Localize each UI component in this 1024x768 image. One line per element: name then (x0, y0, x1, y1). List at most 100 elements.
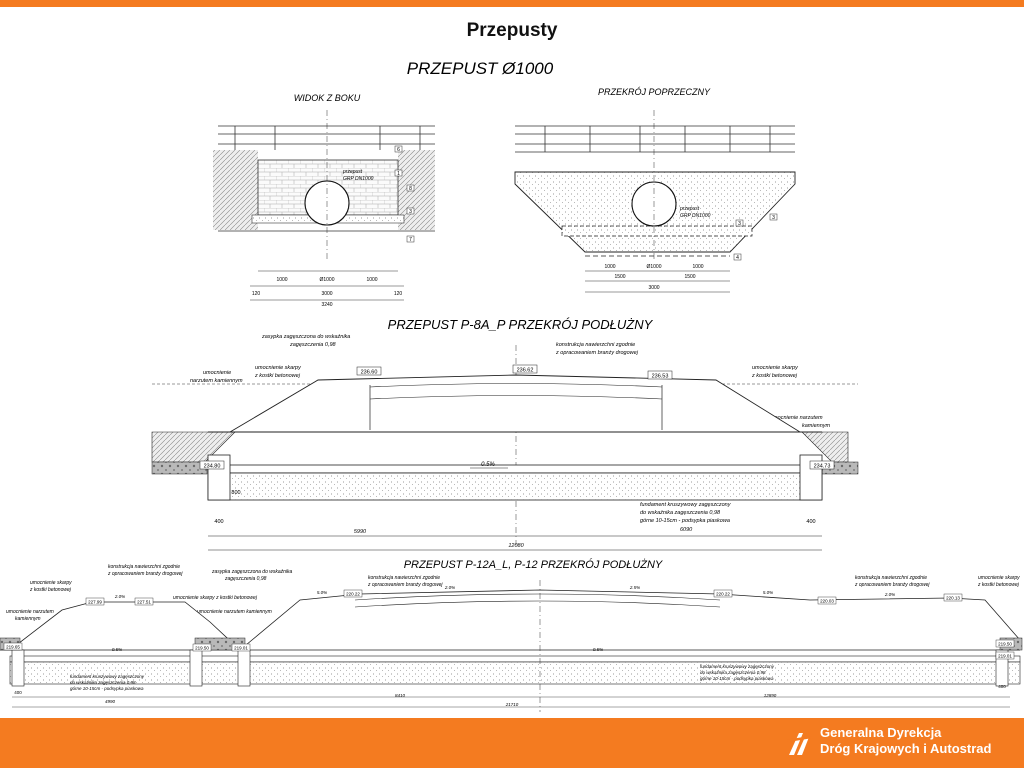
p12-invert-5: 219.01 (995, 651, 1015, 660)
cross-dim-5: 1500 (684, 274, 695, 280)
svg-text:219.50: 219.50 (998, 642, 1012, 647)
svg-text:219.01: 219.01 (234, 646, 248, 651)
p8-slope-label: 0.5% (481, 462, 495, 468)
p8-found-2: do wskaźnika zagęszczenia 0,98 (640, 510, 721, 516)
p8-level-1: 236.60 (356, 366, 382, 376)
culvert-p8-drawing: PRZEPUST P-8A_P PRZEKRÓJ PODŁUŻNY zasypk… (151, 317, 859, 551)
footer-bar (0, 718, 1024, 768)
side-dim-6: 120 (394, 291, 403, 297)
p8-found-1: fundament kruszywowy zagęszczony (640, 502, 732, 508)
p12-label-right-1: umocnienie skarpy (978, 575, 1020, 581)
side-view-label: WIDOK Z BOKU (294, 93, 361, 103)
p12-found-right-2: do wskaźnika zagęszczenia 0,98 (700, 670, 766, 675)
svg-text:4: 4 (736, 255, 739, 261)
p8-slope-r-2: z kostki betonowej (751, 373, 798, 379)
p8-found-3: górne 10-15cm - podsypka piaskowa (640, 518, 730, 524)
side-callout-3: 8 (406, 184, 415, 192)
p8-backfill-2: zagęszczenia 0,98 (289, 342, 336, 348)
p12-dim-4: 12890 (764, 693, 777, 698)
p12-slope-left-label: umocnienie skarpy z kostki betonowej (173, 595, 258, 601)
cross-callout-2: 3 (735, 219, 744, 227)
cross-section-label: PRZEKRÓJ POPRZECZNY (598, 87, 711, 97)
culvert-p12-title: PRZEPUST P-12A_L, P-12 PRZEKRÓJ PODŁUŻNY (404, 558, 663, 571)
p12-level-2: 227.51 (134, 597, 154, 606)
p8-backfill-1: zasypka zagęszczona do wskaźnika (261, 334, 350, 340)
p12-level-6: 220.13 (943, 593, 963, 602)
cross-dim-1: 1000 (604, 264, 615, 270)
p8-outlet: 234.73 (809, 460, 835, 470)
cross-callout-3: 4 (733, 253, 742, 261)
side-dim-5: 3000 (321, 291, 332, 297)
p12-invert-3: 219.01 (231, 643, 251, 652)
p12-backfill-2: zagęszczenia 0,98 (224, 576, 267, 582)
p12-surface-right-2: z opracowaniem branży drogowej (854, 582, 930, 588)
engineering-drawing: PRZEPUST Ø1000 WIDOK Z BOKU przepust GRP… (0, 59, 1023, 712)
p12-found-right-1: fundament kruszywowy zagęszczony (700, 664, 775, 669)
p12-dim-2: 8410 (395, 693, 406, 698)
slide-title: Przepusty (466, 20, 558, 41)
side-callout-4: 3 (406, 207, 415, 215)
side-dim-2: Ø1000 (319, 277, 334, 283)
org-name-line-1: Generalna Dyrekcja (820, 725, 942, 740)
p12-slope-6: 2.0% (884, 592, 895, 597)
svg-text:6: 6 (397, 147, 400, 153)
culvert-d1000-drawing: PRZEPUST Ø1000 WIDOK Z BOKU przepust GRP… (213, 59, 796, 308)
svg-text:1: 1 (397, 171, 400, 177)
p12-found-left-1: fundament kruszywowy zagęszczony (70, 674, 145, 679)
p12-found-right-3: górne 10-15cm - podsypka piaskowa (700, 676, 774, 681)
cross-callout-1: 3 (769, 213, 778, 221)
p8-left-1: umocnienie (203, 370, 231, 376)
p8-dim-12080: 12080 (508, 543, 524, 549)
p8-dim-800: 800 (231, 490, 240, 496)
side-dim-3: 1000 (366, 277, 377, 283)
cross-pipe-label-1: przepust (679, 206, 700, 212)
side-callout-1: 6 (394, 145, 403, 153)
svg-text:3: 3 (738, 221, 741, 227)
p12-slope-7: 0.5% (112, 647, 122, 652)
cross-dim-2: Ø1000 (646, 264, 661, 270)
p8-slope-l-2: z kostki betonowej (254, 373, 301, 379)
p12-invert-2: 219.50 (192, 643, 212, 652)
cross-pipe-label-2: GRP DN1000 (680, 213, 711, 219)
p12-slope-1: 2.0% (114, 594, 125, 599)
p12-dim-3: 21710 (505, 702, 519, 707)
p12-surface-mid-2: z opracowaniem branży drogowej (367, 582, 443, 588)
svg-text:227.99: 227.99 (88, 600, 102, 605)
svg-text:236.60: 236.60 (361, 370, 378, 376)
p12-level-5: 220.03 (817, 596, 837, 605)
svg-text:3: 3 (772, 215, 775, 221)
p12-found-left-3: górne 10-15cm - podsypka piaskowa (70, 686, 144, 691)
org-name: Generalna Dyrekcja Dróg Krajowych i Auto… (820, 725, 991, 757)
p8-slope-r-1: umocnienie skarpy (752, 365, 799, 371)
p12-dim-400-right: 400 (998, 684, 1006, 689)
svg-text:8: 8 (409, 186, 412, 192)
p8-dim-400-right: 400 (806, 519, 815, 525)
side-view: WIDOK Z BOKU przepust GRP DN1000 6 1 8 3… (213, 93, 435, 308)
svg-text:219.65: 219.65 (6, 645, 20, 650)
p12-dim-1: 4990 (105, 699, 116, 704)
p12-slope-2: 5.0% (317, 590, 327, 595)
p8-left-2: narzutem kamiennym (190, 378, 243, 384)
culvert-p8-title: PRZEPUST P-8A_P PRZEKRÓJ PODŁUŻNY (388, 317, 654, 332)
p12-stone-mid-label: umocnienie narzutem kamiennym (197, 609, 272, 615)
p8-dim-5990: 5990 (354, 529, 367, 535)
svg-text:3: 3 (409, 209, 412, 215)
p12-label-left-1: umocnienie skarpy (30, 580, 72, 586)
p12-level-1: 227.99 (85, 597, 105, 606)
p8-right-1: umocnienie narzutem (770, 415, 823, 421)
side-dim-1: 1000 (276, 277, 287, 283)
p12-label-left-3: umocnienie narzutem (6, 609, 54, 615)
culvert-d1000-title: PRZEPUST Ø1000 (407, 59, 554, 78)
svg-text:220.22: 220.22 (346, 592, 360, 597)
p12-backfill-1: zasypka zagęszczona do wskaźnika (211, 569, 293, 575)
side-pipe-label-2: GRP DN1000 (343, 176, 374, 182)
p12-surface-right-1: konstrukcja nawierzchni zgodnie (855, 575, 927, 581)
cross-dim-4: 1500 (614, 274, 625, 280)
svg-text:236.53: 236.53 (652, 374, 669, 380)
p12-label-right-2: z kostki betonowej (977, 582, 1020, 588)
cross-section: PRZEKRÓJ POPRZECZNY przepust GRP DN1000 … (514, 87, 796, 293)
svg-text:219.50: 219.50 (195, 646, 209, 651)
cross-dim-6: 3000 (648, 285, 659, 291)
p12-label-left-4: kamiennym (15, 616, 41, 622)
p12-surface-left-1: konstrukcja nawierzchni zgodnie (108, 564, 180, 570)
